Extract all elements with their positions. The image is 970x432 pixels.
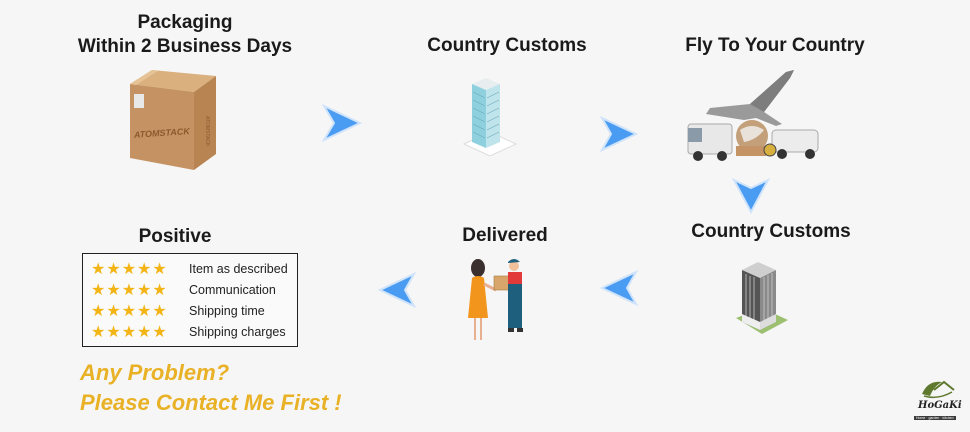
five-star-icon: ★★★★★ bbox=[91, 261, 168, 278]
customs-destination-title: Country Customs bbox=[691, 221, 851, 242]
customs-origin-title: Country Customs bbox=[427, 35, 587, 56]
packaging-title-line2: Within 2 Business Days bbox=[77, 36, 293, 57]
cta-line1: Any Problem? bbox=[80, 360, 230, 385]
arrow-left-icon bbox=[599, 269, 639, 307]
positive-title: Positive bbox=[138, 226, 212, 247]
hogaki-logo: HoGaKi Home · garden · kitchen bbox=[906, 376, 966, 428]
arrow-right-icon bbox=[321, 103, 363, 143]
leaf-house-icon bbox=[922, 380, 955, 399]
rating-row: ★★★★★ Item as described bbox=[91, 259, 288, 279]
packaging-title: Packaging Within 2 Business Days bbox=[62, 11, 308, 59]
rating-row: ★★★★★ Shipping charges bbox=[91, 322, 286, 342]
arrow-right-icon bbox=[599, 115, 639, 153]
rating-label: Shipping charges bbox=[189, 325, 286, 339]
five-star-icon: ★★★★★ bbox=[91, 324, 168, 341]
box-brand-text: ATOMSTACK bbox=[133, 126, 192, 140]
logo-tagline: Home · garden · kitchen bbox=[914, 416, 956, 420]
delivered-title: Delivered bbox=[462, 225, 548, 246]
five-star-icon: ★★★★★ bbox=[91, 282, 168, 299]
rating-label: Shipping time bbox=[189, 304, 265, 318]
rating-label: Communication bbox=[189, 283, 276, 297]
fly-title: Fly To Your Country bbox=[685, 35, 865, 56]
rating-row: ★★★★★ Communication bbox=[91, 280, 276, 300]
customs-building-dark-icon bbox=[736, 262, 788, 334]
delivery-handoff-icon bbox=[468, 259, 523, 340]
air-freight-icon bbox=[687, 70, 819, 161]
rating-row: ★★★★★ Shipping time bbox=[91, 301, 265, 321]
five-star-icon: ★★★★★ bbox=[91, 303, 168, 320]
svg-text:ATOMSTACK: ATOMSTACK bbox=[204, 116, 210, 147]
customs-building-teal-icon bbox=[462, 78, 518, 156]
cta-line2: Please Contact Me First ! bbox=[80, 390, 342, 415]
arrow-down-icon bbox=[731, 177, 771, 215]
rating-label: Item as described bbox=[189, 262, 288, 276]
package-box-icon: ATOMSTACK ATOMSTACK bbox=[130, 70, 216, 170]
arrow-left-icon bbox=[377, 271, 417, 309]
packaging-title-line1: Packaging bbox=[137, 12, 233, 33]
logo-name: HoGaKi bbox=[918, 400, 962, 411]
ratings-box: ★★★★★ Item as described ★★★★★ Communicat… bbox=[82, 253, 298, 347]
